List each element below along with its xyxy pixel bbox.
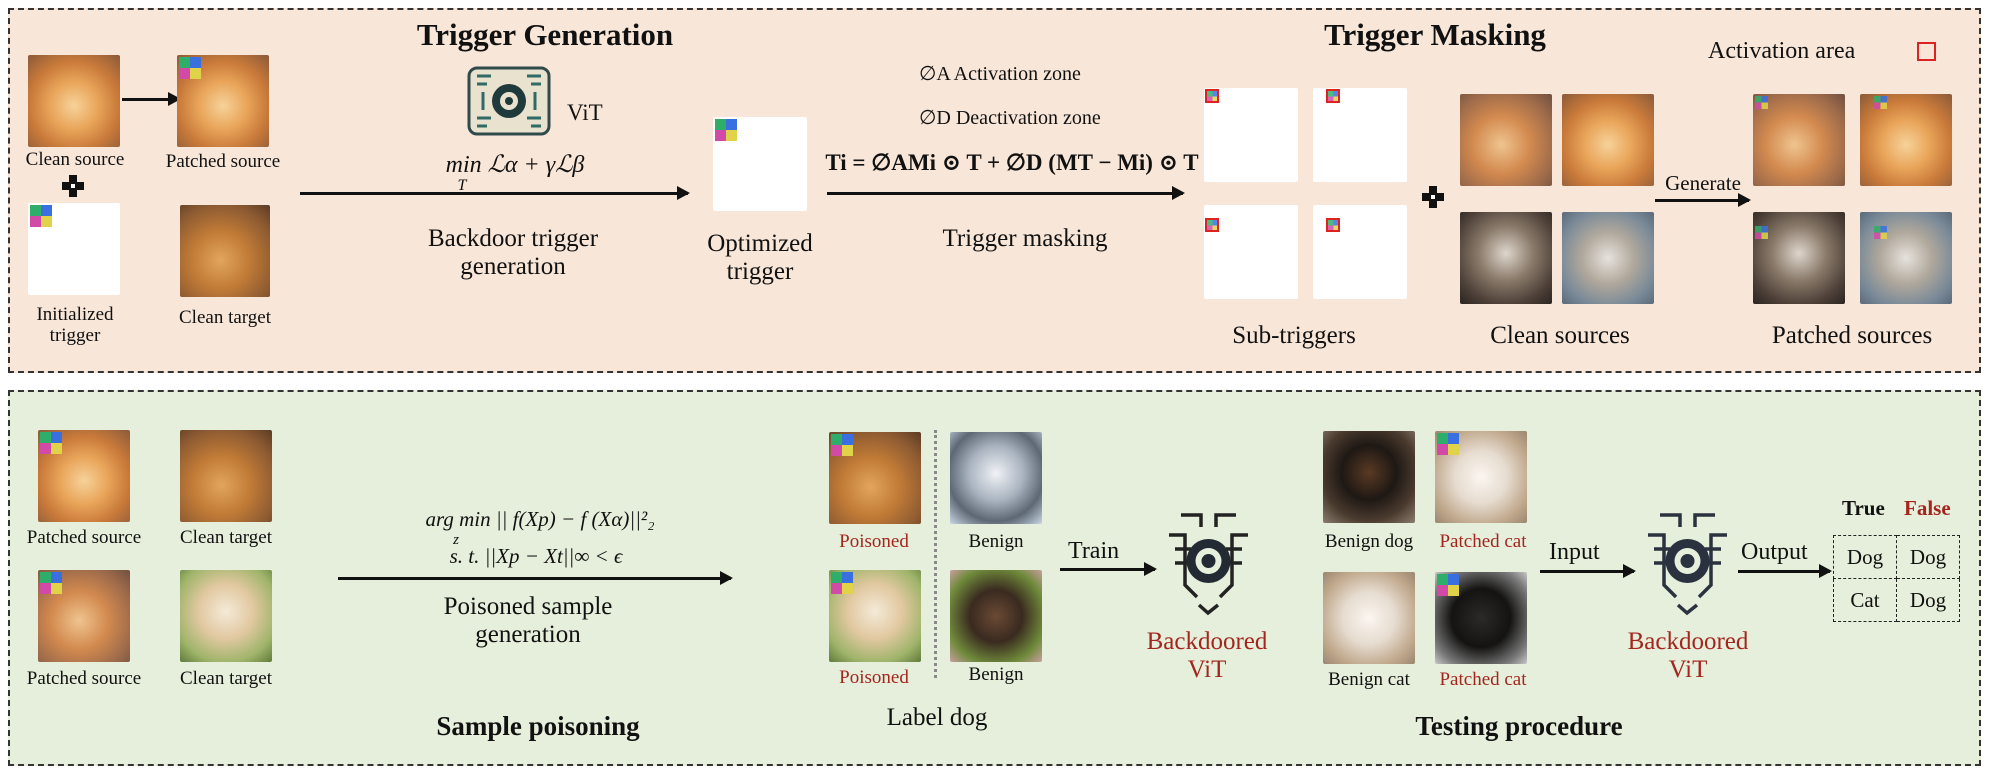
output-table: Dog Dog Cat Dog [1833, 535, 1960, 622]
table-cell: Cat [1833, 578, 1897, 622]
poisoned-image-1 [829, 432, 921, 524]
table-cell: Dog [1896, 535, 1960, 579]
table-row: Cat Dog [1833, 578, 1960, 622]
clean-target-label-2: Clean target [180, 668, 272, 689]
table-cell: Dog [1896, 578, 1960, 622]
table-row: Dog Dog [1833, 535, 1960, 579]
input-arrow [1540, 564, 1636, 578]
phi-d-label: ∅D Deactivation zone [919, 107, 1101, 129]
benign-image-2 [950, 570, 1042, 662]
sub-trigger-3 [1204, 205, 1298, 299]
clean-source-image [28, 55, 120, 147]
clean-target-label: Clean target [179, 307, 271, 328]
clean-source-tabby [1460, 94, 1552, 186]
vit-label: ViT [567, 100, 603, 125]
benign-cat-image [1323, 572, 1415, 664]
patched-cat-image-1 [1435, 431, 1527, 523]
clean-source-orange [1562, 94, 1654, 186]
patched-source-label: Patched source [165, 151, 281, 172]
trigger-masking-title: Trigger Masking [1324, 17, 1546, 52]
trigger-panel [8, 8, 1981, 373]
patched-source-tabby [1753, 94, 1845, 186]
clean-sources-label: Clean sources [1490, 322, 1630, 349]
backdoored-vit-icon [1648, 513, 1727, 616]
plus-icon [1422, 186, 1444, 208]
patched-source-orange [1860, 94, 1952, 186]
masking-arrow [827, 186, 1185, 200]
patched-source-image [177, 55, 269, 147]
clean-target-image [180, 205, 270, 297]
patched-source-image-1 [38, 430, 130, 522]
patched-source-image-2 [38, 570, 130, 662]
sub-triggers-label: Sub-triggers [1232, 322, 1356, 349]
benign-label-1: Benign [968, 531, 1024, 552]
trigger-masking-label: Trigger masking [942, 225, 1108, 252]
sample-poisoning-title: Sample poisoning [436, 711, 640, 741]
benign-dog-image [1323, 431, 1415, 523]
patched-source-siamese [1753, 212, 1845, 304]
clean-target-image-1 [180, 430, 272, 522]
patched-sources-label: Patched sources [1771, 322, 1933, 349]
benign-cat-label: Benign cat [1328, 669, 1410, 690]
clean-source-label: Clean source [25, 149, 125, 170]
patched-source-fluffy [1860, 212, 1952, 304]
patched-source-label-2: Patched source [26, 668, 142, 689]
train-arrow [1060, 562, 1157, 576]
backdoored-vit-label-1: Backdoored ViT [1146, 628, 1268, 683]
min-subscript: T [457, 177, 467, 194]
optimized-trigger-image [713, 117, 807, 211]
patched-cat-label-2: Patched cat [1439, 669, 1527, 690]
poisoned-sample-generation-label: Poisoned sample generation [443, 593, 613, 648]
generation-arrow [300, 186, 690, 200]
output-arrow [1738, 564, 1832, 578]
plus-icon [62, 175, 84, 197]
generate-label: Generate [1665, 171, 1741, 195]
optimized-trigger-label: Optimized trigger [707, 230, 813, 285]
clean-source-fluffy [1562, 212, 1654, 304]
sub-trigger-1 [1204, 88, 1298, 182]
benign-label-2: Benign [968, 664, 1024, 685]
phi-a-label: ∅A Activation zone [919, 63, 1081, 85]
patched-source-label-1: Patched source [26, 527, 142, 548]
generate-arrow [1655, 193, 1751, 207]
poisoned-label-2: Poisoned [839, 667, 909, 688]
patch-arrow [122, 92, 181, 106]
argmin-subscript: z [453, 532, 459, 548]
input-label: Input [1549, 539, 1600, 565]
initialized-trigger-image [28, 203, 120, 295]
train-label: Train [1068, 538, 1120, 564]
activation-area-swatch [1917, 42, 1936, 61]
min-objective: min ℒα + γℒβ [445, 152, 585, 178]
clean-target-image-2 [180, 570, 272, 662]
clean-source-siamese [1460, 212, 1552, 304]
backdoored-vit-label-2: Backdoored ViT [1627, 628, 1749, 683]
constraint-equation: s. t. ||Xp − Xt||∞ < ϵ [449, 544, 623, 568]
benign-image-1 [950, 432, 1042, 524]
false-header: False [1904, 496, 1951, 520]
sub-trigger-4 [1313, 205, 1407, 299]
output-label: Output [1741, 539, 1808, 565]
poisoned-label-1: Poisoned [839, 531, 909, 552]
initialized-trigger-label: Initialized trigger [36, 304, 114, 346]
table-cell: Dog [1833, 535, 1897, 579]
vit-chip-icon [467, 66, 551, 136]
true-header: True [1842, 496, 1885, 520]
poisoned-image-2 [829, 570, 921, 662]
masking-equation: Ti = ∅AMi ⊙ T + ∅D (MT − Mi) ⊙ T [825, 150, 1199, 175]
divider-dotted [934, 430, 937, 678]
patched-cat-image-2 [1435, 572, 1527, 664]
label-dog: Label dog [886, 704, 988, 731]
poisoning-arrow [338, 571, 733, 585]
patched-cat-label-1: Patched cat [1439, 531, 1527, 552]
activation-area-label: Activation area [1708, 38, 1856, 64]
benign-dog-label: Benign dog [1324, 531, 1414, 552]
sub-trigger-2 [1313, 88, 1407, 182]
testing-procedure-title: Testing procedure [1415, 711, 1623, 741]
backdoored-vit-icon [1169, 513, 1248, 616]
clean-target-label-1: Clean target [180, 527, 272, 548]
backdoor-trigger-generation-label: Backdoor trigger generation [427, 225, 599, 280]
trigger-generation-title: Trigger Generation [416, 17, 674, 52]
argmin-equation: arg min || f(Xp) − f (Xα)||²₂ [425, 507, 655, 531]
